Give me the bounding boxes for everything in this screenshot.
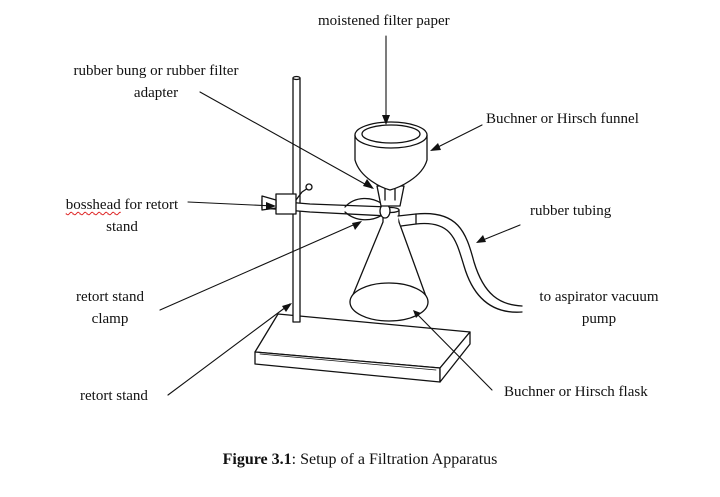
leader-stand bbox=[167, 303, 291, 396]
arrow-filter-paper bbox=[382, 115, 390, 125]
label-aspirator-pump: to aspirator vacuum pump bbox=[524, 286, 674, 330]
label-clamp-line1: retort stand bbox=[76, 289, 144, 305]
figure-caption-text: : Setup of a Filtration Apparatus bbox=[291, 451, 498, 468]
figure-caption-number: Figure 3.1 bbox=[222, 451, 292, 468]
label-rubber-bung-line2: adapter bbox=[133, 85, 179, 101]
label-rubber-bung-line1: rubber bung or rubber filter bbox=[73, 63, 239, 79]
leader-flask bbox=[414, 311, 493, 391]
arrow-bung bbox=[363, 179, 374, 189]
leader-funnel bbox=[431, 124, 483, 151]
leader-tubing bbox=[477, 224, 521, 243]
arrow-clamp bbox=[352, 221, 362, 230]
rubber-tubing bbox=[415, 212, 523, 313]
arrow-tubing bbox=[476, 235, 486, 243]
label-pump-line1: to aspirator vacuum bbox=[539, 289, 659, 305]
label-bosshead-rest: for retort bbox=[120, 197, 179, 213]
label-rubber-tubing: rubber tubing bbox=[530, 203, 612, 219]
leader-lines bbox=[159, 35, 521, 396]
label-bosshead: bosshead for retort stand bbox=[52, 194, 192, 238]
label-buchner-funnel: Buchner or Hirsch funnel bbox=[486, 111, 639, 127]
leader-bung bbox=[199, 91, 373, 189]
leader-bosshead bbox=[187, 201, 275, 207]
label-retort-stand: retort stand bbox=[80, 388, 148, 404]
arrow-flask bbox=[413, 310, 421, 318]
arrow-bosshead bbox=[266, 202, 276, 210]
label-bosshead-line1: bosshead for retort bbox=[52, 194, 192, 216]
arrow-stand bbox=[282, 303, 292, 312]
arrow-funnel bbox=[430, 143, 441, 151]
label-buchner-flask: Buchner or Hirsch flask bbox=[504, 384, 648, 400]
label-bosshead-line2: stand bbox=[106, 219, 138, 235]
buchner-flask bbox=[349, 206, 429, 322]
figure-caption: Figure 3.1: Setup of a Filtration Appara… bbox=[0, 449, 720, 471]
leader-clamp bbox=[159, 221, 361, 311]
retort-stand-base bbox=[254, 313, 471, 383]
label-clamp-line2: clamp bbox=[91, 311, 129, 327]
label-rubber-bung: rubber bung or rubber filter adapter bbox=[50, 60, 262, 104]
buchner-funnel bbox=[354, 121, 428, 201]
label-retort-stand-clamp: retort stand clamp bbox=[58, 286, 162, 330]
label-bosshead-word: bosshead bbox=[65, 197, 121, 213]
label-moistened-filter-paper: moistened filter paper bbox=[318, 13, 450, 29]
bosshead bbox=[261, 183, 313, 215]
label-pump-line2: pump bbox=[581, 311, 617, 327]
arrowheads bbox=[266, 115, 486, 318]
